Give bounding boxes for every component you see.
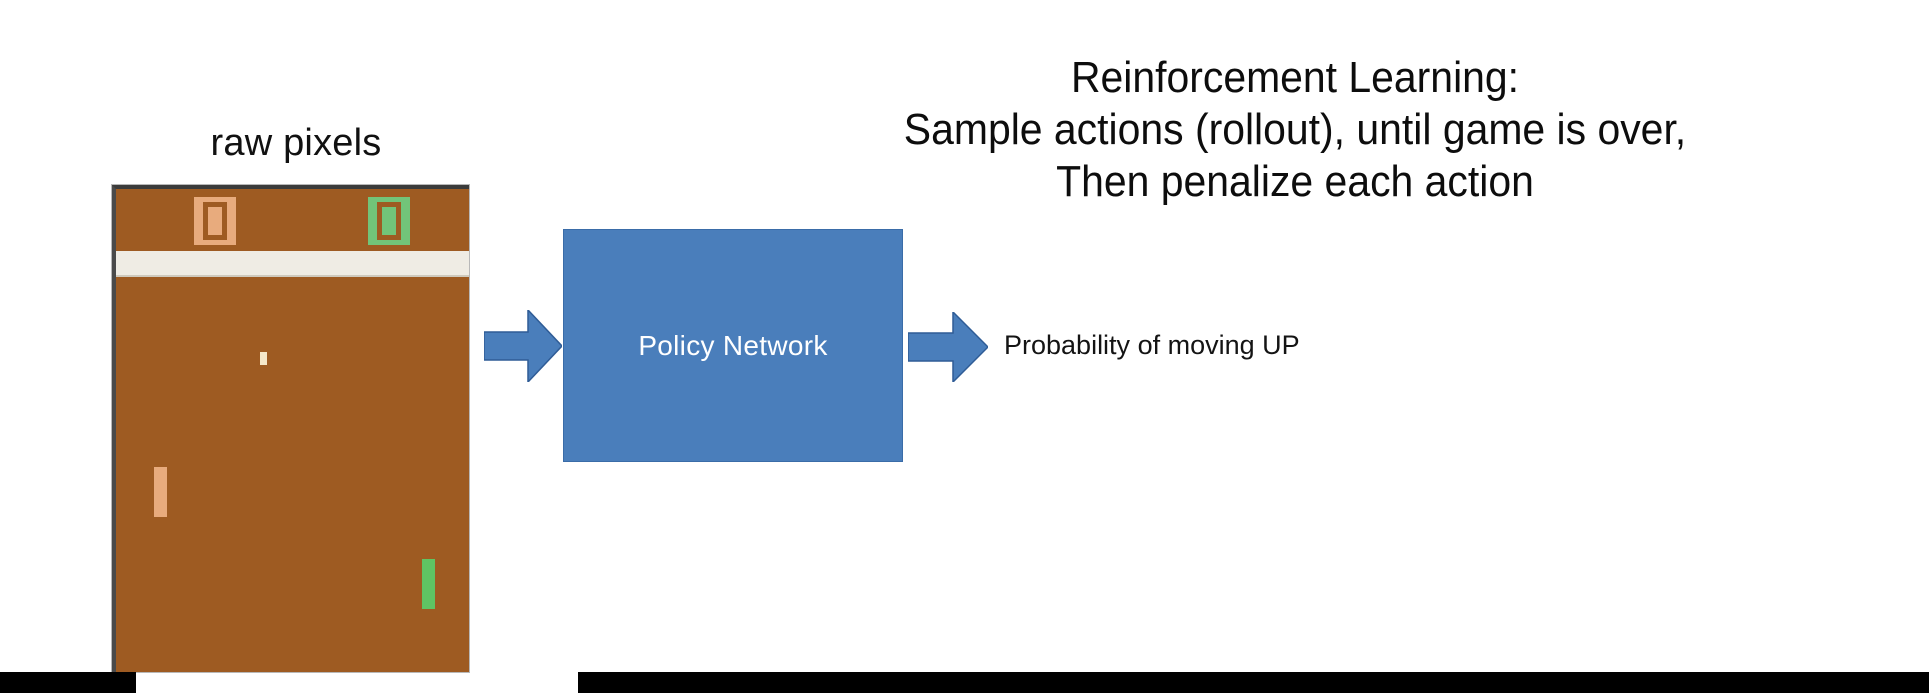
pong-score-right xyxy=(368,197,410,245)
heading-block: Reinforcement Learning: Sample actions (… xyxy=(690,52,1900,208)
pong-divider-line xyxy=(116,251,469,277)
bottom-bar-left xyxy=(0,672,136,693)
arrow-right-icon xyxy=(908,312,988,382)
bottom-bar-right xyxy=(578,672,1929,693)
pong-paddle-left xyxy=(154,467,167,517)
heading-line-3: Then penalize each action xyxy=(1056,156,1534,206)
arrow-right-input xyxy=(484,310,562,382)
pong-paddle-right xyxy=(422,559,435,609)
arrow-right-output xyxy=(908,312,988,382)
score-digit-glyph-left xyxy=(203,202,227,240)
heading-line-1: Reinforcement Learning: xyxy=(1070,53,1520,102)
pong-play-field xyxy=(116,277,469,672)
raw-pixels-caption: raw pixels xyxy=(210,122,382,164)
heading-line-2: Sample actions (rollout), until game is … xyxy=(903,104,1687,154)
policy-network-label: Policy Network xyxy=(638,329,828,361)
policy-network-box[interactable]: Policy Network xyxy=(563,229,903,462)
output-probability-label: Probability of moving UP xyxy=(1004,330,1300,360)
arrow-right-icon xyxy=(484,310,562,382)
pong-game-frame xyxy=(112,185,469,672)
pong-score-bar xyxy=(116,189,469,251)
score-digit-glyph-right xyxy=(377,202,401,240)
pong-ball xyxy=(260,352,267,365)
pong-score-left xyxy=(194,197,236,245)
